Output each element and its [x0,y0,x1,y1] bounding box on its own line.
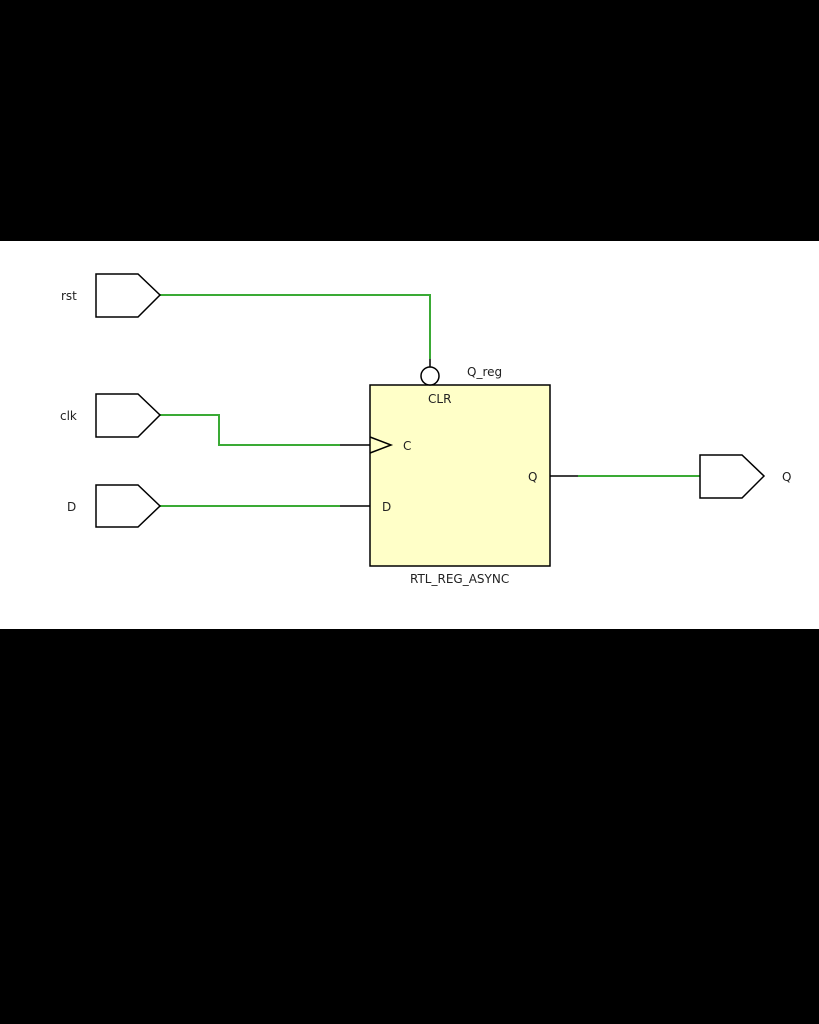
input-port-clk[interactable]: clk [60,393,162,438]
pin-label-clr: CLR [428,392,451,406]
output-port-q[interactable]: Q [699,454,791,499]
pin-label-c: C [403,439,411,453]
schematic-panel: rst clk D Q_reg CLR [0,241,819,629]
input-port-d[interactable]: D [67,484,162,528]
pin-label-d: D [382,500,391,514]
schematic-canvas: rst clk D Q_reg CLR [60,273,791,586]
input-port-rst-label: rst [61,289,77,303]
input-port-clk-label: clk [60,409,77,423]
net-rst[interactable] [160,294,431,359]
clr-inversion-bubble [420,366,440,386]
input-port-rst[interactable]: rst [61,273,162,318]
net-clk[interactable] [160,414,340,446]
input-port-d-label: D [67,500,76,514]
input-port-d-shape[interactable] [95,484,162,528]
output-port-q-label: Q [782,470,791,484]
cell-instance-name: Q_reg [467,365,502,379]
input-port-clk-shape[interactable] [95,393,162,438]
pin-label-q: Q [528,470,537,484]
cell-type-label: RTL_REG_ASYNC [410,572,509,586]
register-cell-body[interactable] [369,384,551,567]
output-port-q-shape[interactable] [699,454,766,499]
register-cell[interactable]: Q_reg CLR C D Q RTL_REG_ASYNC [340,359,578,586]
input-port-rst-shape[interactable] [95,273,162,318]
clock-triangle-icon [369,436,394,454]
